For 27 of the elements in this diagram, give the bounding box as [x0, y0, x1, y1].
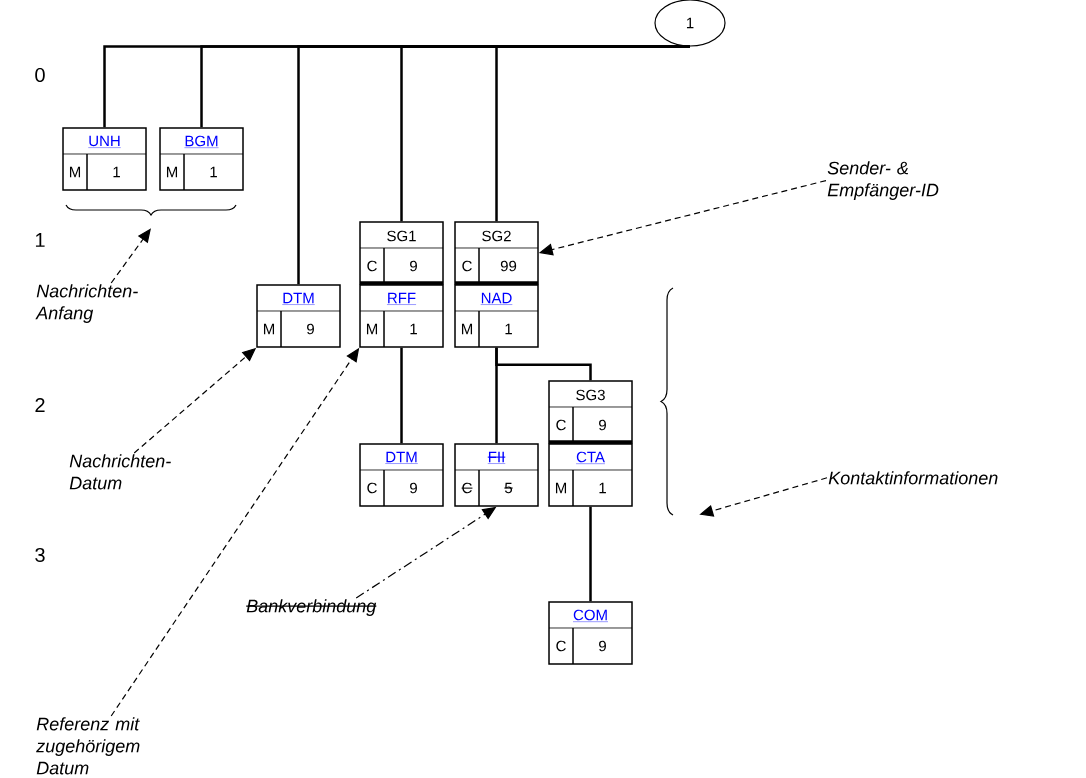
curly-brace	[660, 287, 674, 516]
segment-table: DTM M 9	[256, 284, 341, 348]
segment-table: UNH M 1	[62, 127, 147, 191]
annotation-text: Nachrichten- Datum	[69, 454, 171, 490]
segment-table: COM C 9	[548, 601, 633, 665]
group-table: SG1 C 9	[359, 221, 444, 285]
segment-table: BGM M 1	[159, 127, 244, 191]
group-table: SG3 C 9	[548, 380, 633, 444]
segment-table: RFF M 1	[359, 284, 444, 348]
segment-table: CTA M 1	[548, 443, 633, 507]
group-table: SG2 C 99	[454, 221, 539, 285]
connector-line	[495, 45, 690, 222]
level-number: 0	[35, 67, 45, 83]
connector-line	[495, 347, 592, 381]
level-number: 2	[35, 398, 45, 412]
segment-table: NAD M 1	[454, 284, 539, 348]
annotation-text: Kontaktinformationen	[828, 471, 998, 485]
connector-line	[400, 347, 403, 444]
arrow	[110, 228, 151, 284]
connector-line	[589, 506, 592, 602]
annotation-text: Sender- & Empfänger-ID	[827, 161, 939, 200]
level-number: 3	[35, 547, 45, 563]
segment-table: DTM C 9	[359, 443, 444, 507]
annotation-text: Referenz mit zugehörigem Datum	[36, 717, 140, 775]
annotation-text: Nachrichten- Anfang	[35, 284, 138, 323]
level-number: 1	[35, 233, 45, 247]
curly-brace	[65, 204, 237, 216]
